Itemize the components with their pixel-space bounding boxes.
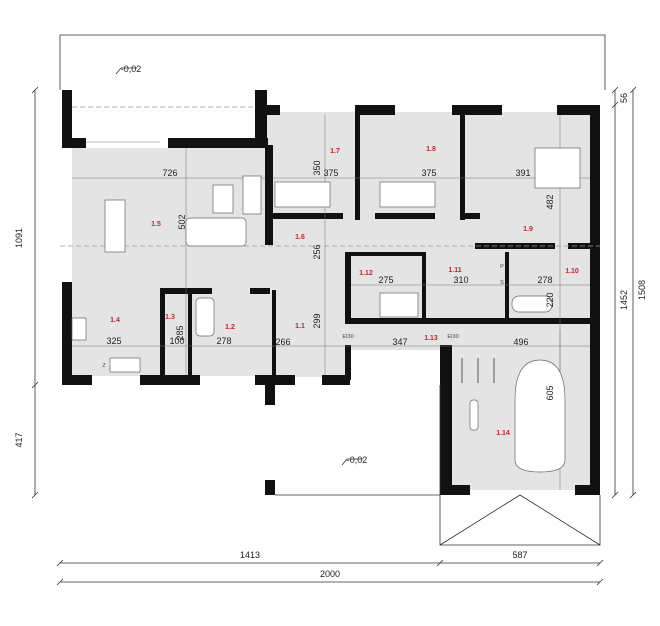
dim-605: 605 — [545, 385, 555, 400]
dim-256: 256 — [312, 244, 322, 259]
dim-278: 278 — [537, 275, 552, 285]
dim-347: 347 — [392, 337, 407, 347]
room-1-13: 1.13 — [424, 335, 438, 342]
coffee-table — [212, 184, 234, 214]
exterior-dimensions: 1091 417 56 1452 1508 1413 587 2000 — [14, 86, 647, 586]
room-1-10: 1.10 — [565, 268, 579, 275]
room-1-1: 1.1 — [295, 323, 305, 330]
room-1-6: 1.6 — [295, 234, 305, 241]
fire-door-mark: EI30 — [342, 334, 353, 340]
car — [514, 359, 566, 473]
dim-496: 496 — [513, 337, 528, 347]
sink — [109, 357, 141, 373]
bed-1-9 — [534, 147, 581, 189]
dim-417: 417 — [14, 432, 24, 447]
room-1-12: 1.12 — [359, 270, 373, 277]
dim-1452: 1452 — [619, 290, 629, 310]
bathtub — [511, 295, 553, 313]
bed-1-8 — [379, 181, 436, 208]
bed-1-7 — [274, 181, 331, 208]
bikes — [461, 358, 495, 383]
dim-482: 482 — [545, 194, 555, 209]
level-entrance: -0,02 — [347, 455, 368, 465]
shower — [379, 292, 419, 318]
room-1-9: 1.9 — [523, 226, 533, 233]
dim-1508: 1508 — [637, 280, 647, 300]
room-1-5: 1.5 — [151, 221, 161, 228]
fixture-mark-z: Z — [102, 363, 106, 369]
dim-2000: 2000 — [320, 569, 340, 579]
dim-56: 56 — [619, 93, 629, 103]
furniture — [71, 147, 581, 473]
room-1-3: 1.3 — [165, 314, 175, 321]
dining-table — [104, 199, 126, 253]
room-1-4: 1.4 — [110, 317, 120, 324]
level-marker-icon — [341, 458, 363, 466]
corner-sofa — [185, 217, 247, 247]
dim-587: 587 — [512, 550, 527, 560]
terrace — [72, 90, 265, 143]
dim-278: 278 — [216, 336, 231, 346]
dim-100: 100 — [169, 336, 184, 346]
level-marker-icon — [115, 67, 137, 75]
dim-325: 325 — [106, 336, 121, 346]
dim-1091: 1091 — [14, 228, 24, 248]
room-numbers: 1.1 1.2 1.3 1.4 1.5 1.6 1.7 1.8 1.9 1.10… — [110, 146, 579, 437]
fire-door-mark: EI30 — [447, 334, 458, 340]
entrance-porch — [275, 385, 601, 546]
sofa-1-2 — [195, 297, 215, 337]
walls — [62, 90, 600, 495]
room-1-2: 1.2 — [225, 324, 235, 331]
stove — [71, 317, 87, 341]
dim-726: 726 — [162, 168, 177, 178]
plot-boundary — [59, 34, 606, 90]
dim-275: 275 — [378, 275, 393, 285]
room-1-11: 1.11 — [448, 267, 461, 274]
fixture-mark-p: P — [500, 264, 504, 270]
dim-310: 310 — [453, 275, 468, 285]
level-terrace: -0,02 — [121, 64, 142, 74]
dim-375: 375 — [323, 168, 338, 178]
interior-dimensions: 726 502 375 350 375 391 482 256 275 310 … — [106, 160, 555, 400]
marks: EI30 EI30 P S Z -0,02 -0,02 — [102, 64, 504, 466]
dim-299: 299 — [312, 313, 322, 328]
room-1-7: 1.7 — [330, 148, 340, 155]
dim-502: 502 — [177, 214, 187, 229]
dim-350: 350 — [312, 160, 322, 175]
room-1-14: 1.14 — [496, 430, 510, 437]
dim-1413: 1413 — [240, 550, 260, 560]
fixture-mark-s: S — [500, 280, 504, 286]
sofa — [242, 175, 262, 215]
dim-266: 266 — [275, 337, 290, 347]
dim-220: 220 — [545, 292, 555, 307]
motorbike — [469, 399, 479, 431]
dim-391: 391 — [515, 168, 530, 178]
dim-375: 375 — [421, 168, 436, 178]
room-1-8: 1.8 — [426, 146, 436, 153]
dim-285: 285 — [175, 325, 185, 340]
